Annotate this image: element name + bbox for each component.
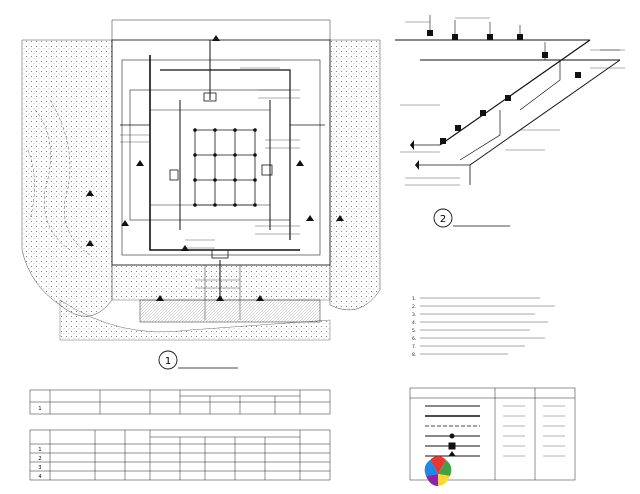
axonometric-view: 2 — [395, 15, 625, 228]
legend-symbols — [425, 405, 480, 457]
axonometric-title: 2 — [433, 208, 510, 228]
design-note-number: 1. — [412, 296, 416, 302]
design-note-number: 6. — [412, 336, 416, 342]
table-row-number: 2 — [38, 456, 41, 462]
watermark-logo — [424, 456, 452, 486]
design-note-number: 7. — [412, 344, 416, 350]
annotation-leaders — [120, 59, 300, 289]
table-row-number: 1 — [38, 406, 41, 412]
design-note-number: 8. — [412, 352, 416, 358]
axonometric-fixtures — [410, 30, 581, 170]
contour-lines — [27, 99, 91, 256]
table-row-number: 1 — [38, 447, 41, 453]
table-row-number: 3 — [38, 465, 41, 471]
axonometric-title-number: 2 — [440, 214, 446, 225]
design-notes: 1. 2. 3. 4. 5. 6. 7. 8. — [412, 296, 555, 358]
watermark-flower-icon — [424, 456, 452, 486]
plan-title-number: 1 — [165, 356, 171, 367]
equipment-table-1: 1 — [29, 389, 331, 415]
plan-title: 1 — [158, 350, 238, 370]
design-note-number: 3. — [412, 312, 416, 318]
plan-view: 1 — [21, 19, 381, 370]
table-row-number: 4 — [38, 474, 41, 480]
ground-stipple-areas — [21, 39, 381, 341]
design-note-number: 2. — [412, 304, 416, 310]
equipment-table-2: 1 2 3 4 — [29, 429, 331, 481]
legend-label-lines — [503, 405, 565, 457]
design-note-number: 4. — [412, 320, 416, 326]
design-note-number: 5. — [412, 328, 416, 334]
axonometric-leaders — [400, 17, 625, 186]
pipe-network — [120, 40, 325, 300]
design-notes-lines — [420, 297, 555, 355]
legend — [409, 387, 576, 481]
nozzle-fixtures — [169, 92, 273, 259]
